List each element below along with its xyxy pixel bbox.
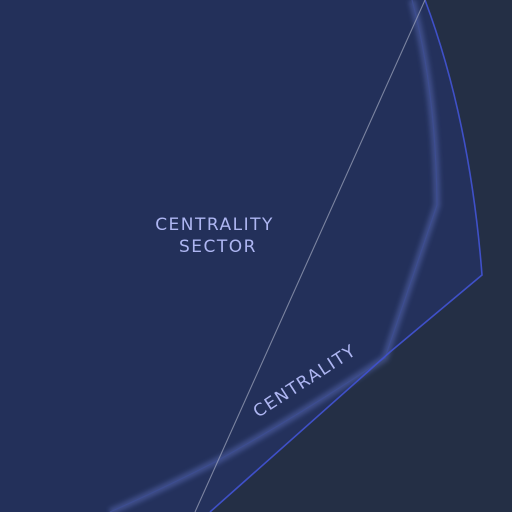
road-line[interactable] [194, 0, 426, 512]
sector-label: CENTRALITY SECTOR [155, 215, 281, 257]
sector-area[interactable] [0, 0, 437, 512]
sector-label-line1: CENTRALITY [155, 215, 274, 235]
sector-inner-edge [109, 0, 438, 512]
sector-boundary-line [209, 0, 483, 512]
sector-label-line2: SECTOR [179, 237, 257, 257]
